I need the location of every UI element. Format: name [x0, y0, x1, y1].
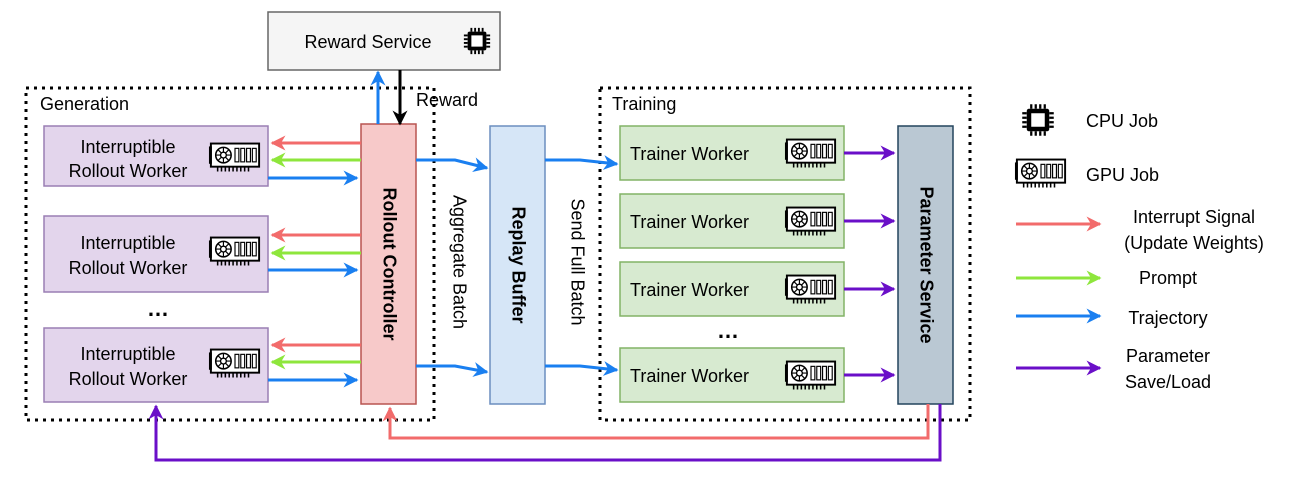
gpu-icon — [208, 236, 261, 267]
gpu-icon — [784, 138, 837, 169]
legend-interrupt-line1: Interrupt Signal — [1133, 207, 1255, 227]
rollout-worker-label-line2: Rollout Worker — [69, 161, 188, 181]
send-arrow-bottom — [545, 361, 619, 377]
trainer-worker-label: Trainer Worker — [630, 144, 749, 164]
gpu-icon — [1014, 158, 1067, 189]
legend-trajectory: Trajectory — [1128, 308, 1207, 328]
trainer-worker-label: Trainer Worker — [630, 280, 749, 300]
rollout-worker: Interruptible Rollout Worker — [43, 327, 269, 403]
legend-prompt: Prompt — [1139, 268, 1197, 288]
gpu-icon — [784, 274, 837, 305]
reward-service-label: Reward Service — [304, 32, 431, 52]
parameter-service: Parameter Service — [897, 125, 954, 405]
send-arrow-top — [545, 155, 619, 171]
gpu-icon — [208, 348, 261, 379]
rollout-worker-label-line1: Interruptible — [80, 137, 175, 157]
trainer-worker: Trainer Worker — [619, 261, 845, 317]
worker-arrows-3 — [268, 337, 361, 388]
legend-parameter-line2: Save/Load — [1125, 372, 1211, 392]
rollout-worker-label-line2: Rollout Worker — [69, 258, 188, 278]
trainer-worker-label: Trainer Worker — [630, 212, 749, 232]
legend-parameter-line1: Parameter — [1126, 346, 1210, 366]
rollout-controller-label: Rollout Controller — [379, 188, 399, 341]
rollout-worker-label-line1: Interruptible — [80, 344, 175, 364]
training-title: Training — [612, 94, 676, 114]
trainer-worker: Trainer Worker — [619, 347, 845, 403]
generation-ellipsis: … — [147, 296, 169, 321]
worker-arrows-2 — [268, 227, 361, 278]
aggregate-arrow-bottom — [416, 362, 489, 377]
replay-buffer-label: Replay Buffer — [508, 206, 528, 323]
legend-interrupt-line2: (Update Weights) — [1124, 233, 1264, 253]
aggregate-arrow-top — [416, 157, 489, 173]
send-full-batch-label: Send Full Batch — [567, 198, 587, 325]
rollout-worker-label-line1: Interruptible — [80, 233, 175, 253]
replay-buffer: Replay Buffer — [489, 125, 546, 405]
legend-cpu-job: CPU Job — [1086, 111, 1158, 131]
parameter-feedback-arrow — [148, 404, 942, 462]
gpu-icon — [784, 206, 837, 237]
trainer-worker: Trainer Worker — [619, 125, 845, 181]
gpu-icon — [784, 360, 837, 391]
rollout-worker-label-line2: Rollout Worker — [69, 369, 188, 389]
generation-title: Generation — [40, 94, 129, 114]
aggregate-batch-label: Aggregate Batch — [449, 195, 469, 329]
cpu-icon — [1021, 103, 1055, 137]
reward-arrow-label: Reward — [416, 90, 478, 110]
rollout-worker: Interruptible Rollout Worker — [43, 215, 269, 293]
trainer-worker-label: Trainer Worker — [630, 366, 749, 386]
parameter-service-label: Parameter Service — [916, 186, 936, 343]
legend: CPU Job GPU Job Interrupt Signal (Update… — [1014, 103, 1264, 392]
interrupt-feedback-arrow — [382, 404, 930, 440]
reward-service: Reward Service — [267, 11, 501, 71]
worker-arrows-1 — [268, 135, 361, 186]
legend-gpu-job: GPU Job — [1086, 165, 1159, 185]
generation-group: Generation — [24, 86, 436, 422]
trainer-worker: Trainer Worker — [619, 193, 845, 249]
gpu-icon — [208, 142, 261, 173]
training-group: Training — [598, 86, 972, 422]
rollout-worker: Interruptible Rollout Worker — [43, 125, 269, 187]
training-ellipsis: … — [717, 318, 739, 343]
rollout-controller: Rollout Controller — [360, 123, 417, 405]
